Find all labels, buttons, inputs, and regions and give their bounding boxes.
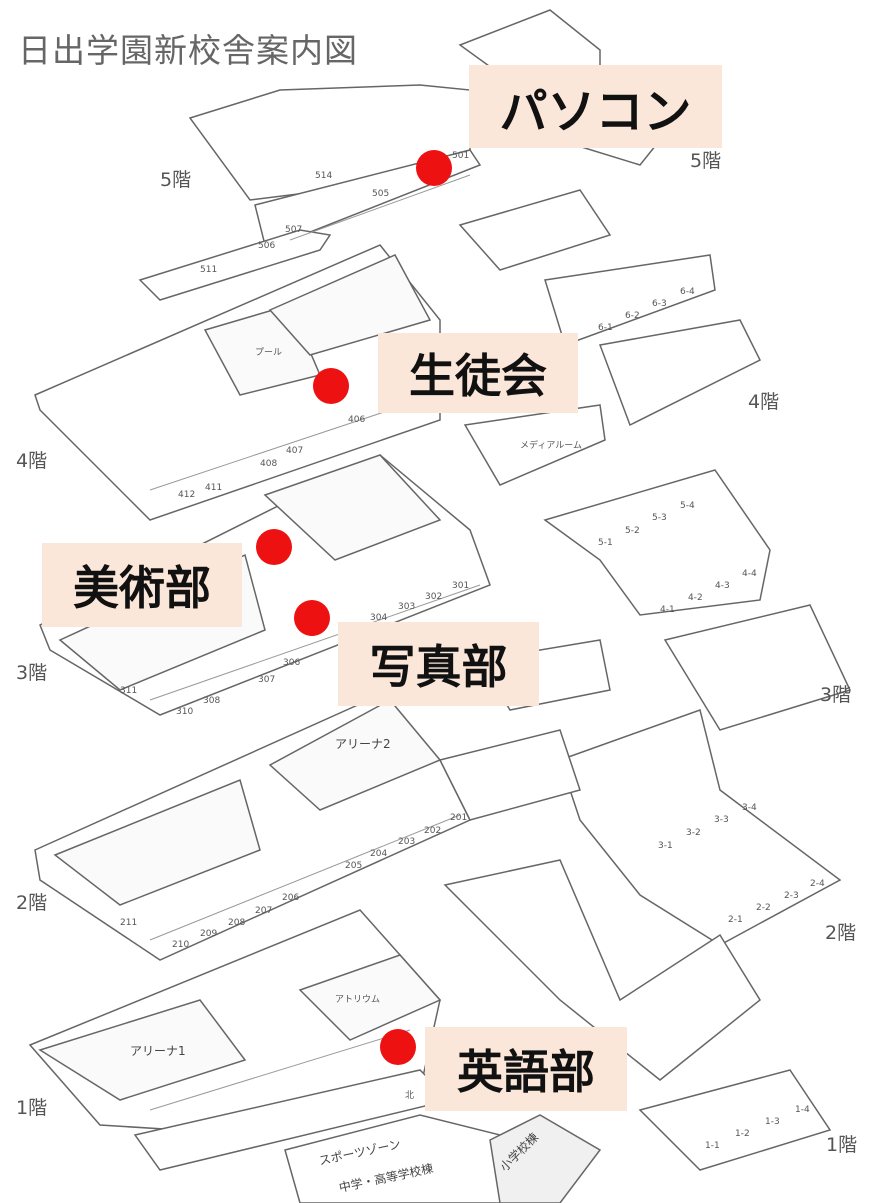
floor1-arena1 — [38, 999, 247, 1101]
class-5-3: 5-3 — [652, 513, 667, 523]
class-3-3: 3-3 — [714, 815, 729, 825]
room-306: 306 — [283, 658, 300, 668]
room-206: 206 — [282, 893, 299, 903]
floor-label-1f-left: 1階 — [16, 1097, 48, 1119]
class-2-4: 2-4 — [810, 879, 825, 889]
floor-label-3f-right: 3階 — [820, 684, 852, 706]
marker-art-club[interactable] — [256, 529, 292, 565]
class-1-2: 1-2 — [735, 1129, 750, 1139]
class-4-2: 4-2 — [688, 593, 703, 603]
marker-photo-club[interactable] — [294, 600, 330, 636]
floor5-right-lower — [458, 189, 612, 271]
callout-photo-club[interactable]: 写真部 — [338, 622, 539, 706]
floor4-hall — [268, 254, 432, 356]
floor-label-4f-right: 4階 — [748, 391, 780, 413]
room-511: 511 — [200, 265, 217, 275]
class-5-1: 5-1 — [598, 538, 613, 548]
floor-label-5f-left: 5階 — [160, 169, 192, 191]
class-3-1: 3-1 — [658, 841, 673, 851]
callout-pc[interactable]: パソコン — [469, 65, 722, 148]
class-4-1: 4-1 — [660, 605, 675, 615]
room-506: 506 — [258, 241, 275, 251]
marker-english-club[interactable] — [380, 1029, 416, 1065]
room-210: 210 — [172, 940, 189, 950]
class-3-4: 3-4 — [742, 803, 757, 813]
room-211: 211 — [120, 918, 137, 928]
floor3-right — [543, 469, 771, 616]
class-4-4: 4-4 — [742, 569, 757, 579]
floor2-right — [559, 709, 842, 946]
arena2-label: アリーナ2 — [335, 737, 391, 751]
class-6-3: 6-3 — [652, 299, 667, 309]
room-308: 308 — [203, 696, 220, 706]
callout-english-club[interactable]: 英語部 — [425, 1027, 627, 1111]
room-411: 411 — [205, 483, 222, 493]
media-room-label-4f: メディアルーム — [520, 439, 582, 451]
floor1-atrium — [298, 954, 442, 1041]
floor-label-4f-left: 4階 — [16, 450, 48, 472]
pool-label: プール — [255, 347, 282, 358]
class-6-1: 6-1 — [598, 323, 613, 333]
room-204: 204 — [370, 849, 387, 859]
class-4-3: 4-3 — [715, 581, 730, 591]
room-208: 208 — [228, 918, 245, 928]
floor1-right — [443, 859, 761, 1081]
floor-label-1f-right: 1階 — [826, 1134, 858, 1156]
floor3-hall — [263, 454, 442, 561]
room-311: 311 — [120, 686, 137, 696]
floor-label-2f-left: 2階 — [16, 892, 48, 914]
class-3-2: 3-2 — [686, 828, 701, 838]
room-304: 304 — [370, 613, 387, 623]
class-1-3: 1-3 — [765, 1117, 780, 1127]
class-2-1: 2-1 — [728, 915, 743, 925]
room-407: 407 — [286, 446, 303, 456]
class-5-2: 5-2 — [625, 526, 640, 536]
floor1-right-lower — [638, 1069, 832, 1171]
room-209: 209 — [200, 929, 217, 939]
floor-label-2f-right: 2階 — [825, 922, 857, 944]
floor2-left-inner — [53, 778, 261, 906]
room-310: 310 — [176, 707, 193, 717]
class-1-1: 1-1 — [705, 1141, 720, 1151]
class-6-4: 6-4 — [680, 287, 695, 297]
floor4-right-lower — [598, 319, 762, 427]
room-303: 303 — [398, 602, 415, 612]
room-205: 205 — [345, 861, 362, 871]
room-406: 406 — [348, 415, 365, 425]
room-507: 507 — [285, 225, 302, 235]
room-408: 408 — [260, 459, 277, 469]
room-505: 505 — [372, 189, 389, 199]
class-6-2: 6-2 — [625, 311, 640, 321]
page-title: 日出学園新校舎案内図 — [18, 31, 358, 70]
callout-student-council[interactable]: 生徒会 — [378, 333, 578, 413]
floor-label-5f-right: 5階 — [690, 150, 722, 172]
arena1-label: アリーナ1 — [130, 1044, 186, 1058]
class-2-2: 2-2 — [756, 903, 771, 913]
room-501: 501 — [452, 151, 469, 161]
marker-pc-room[interactable] — [416, 150, 452, 186]
elem-building — [489, 1114, 602, 1203]
room-201: 201 — [450, 813, 467, 823]
room-301: 301 — [452, 581, 469, 591]
room-202: 202 — [424, 826, 441, 836]
callout-art-club[interactable]: 美術部 — [42, 543, 242, 627]
room-514: 514 — [315, 171, 332, 181]
room-203: 203 — [398, 837, 415, 847]
room-207: 207 — [255, 906, 272, 916]
room-307: 307 — [258, 675, 275, 685]
floor4-right — [544, 254, 716, 346]
atrium-label: アトリウム — [335, 994, 380, 1005]
floor5-lower — [138, 229, 332, 301]
floor2-center — [438, 729, 581, 821]
room-412: 412 — [178, 490, 195, 500]
class-5-4: 5-4 — [680, 501, 695, 511]
north-label: 北 — [405, 1090, 414, 1101]
marker-student-council[interactable] — [313, 368, 349, 404]
floor3-right-lower — [663, 604, 852, 731]
floor-label-3f-left: 3階 — [16, 662, 48, 684]
class-1-4: 1-4 — [795, 1105, 810, 1115]
class-2-3: 2-3 — [784, 891, 799, 901]
room-302: 302 — [425, 592, 442, 602]
